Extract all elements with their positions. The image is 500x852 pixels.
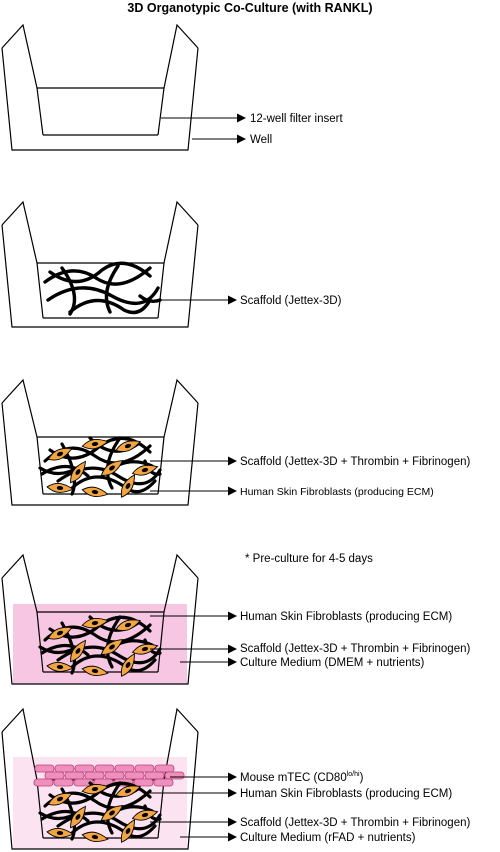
well-outline	[1, 577, 199, 685]
label-scaffold: Scaffold (Jettex-3D)	[240, 295, 342, 307]
label-scaffold: Scaffold (Jettex-3D + Thrombin + Fibrino…	[240, 643, 470, 655]
panel-4: Human Skin Fibroblasts (producing ECM) S…	[1, 553, 470, 685]
label-fibroblasts: Human Skin Fibroblasts (producing ECM)	[240, 611, 452, 623]
mtec-layer	[33, 764, 185, 787]
well-outline	[1, 47, 199, 151]
well-outline	[1, 402, 199, 506]
label-mtec-close: )	[360, 772, 364, 784]
label-filter-insert: 12-well filter insert	[250, 113, 343, 125]
label-medium: Culture Medium (rFAD + nutrients)	[240, 832, 416, 844]
scaffold-with-fibroblasts	[40, 437, 160, 499]
panel-1: 12-well filter insert Well	[1, 23, 343, 151]
panel-3: Scaffold (Jettex-3D + Thrombin + Fibrino…	[1, 378, 470, 506]
label-scaffold: Scaffold (Jettex-3D + Thrombin + Fibrino…	[240, 456, 470, 468]
well-outline	[1, 224, 199, 328]
label-fibroblasts: Human Skin Fibroblasts (producing ECM)	[240, 486, 434, 498]
label-mtec: Mouse mTEC (CD80lo/hi)	[240, 771, 364, 784]
well-outline	[1, 731, 199, 850]
pre-culture-note: * Pre-culture for 4-5 days	[245, 553, 373, 565]
scaffold-fibers	[43, 261, 162, 316]
label-well: Well	[250, 134, 272, 146]
label-mtec-main: Mouse mTEC (CD80	[240, 772, 347, 784]
label-scaffold: Scaffold (Jettex-3D + Thrombin + Fibrino…	[240, 817, 470, 829]
diagram-title: 3D Organotypic Co-Culture (with RANKL)	[127, 1, 372, 15]
filter-insert	[1, 553, 199, 613]
label-medium: Culture Medium (DMEM + nutrients)	[240, 657, 425, 669]
filter-insert	[1, 378, 199, 438]
label-fibroblasts: Human Skin Fibroblasts (producing ECM)	[240, 788, 452, 800]
label-mtec-superscript: lo/hi	[347, 771, 360, 778]
filter-insert	[1, 200, 199, 264]
panel-2: Scaffold (Jettex-3D)	[1, 200, 342, 328]
filter-insert	[1, 23, 199, 89]
panel-5: Mouse mTEC (CD80lo/hi) Human Skin Fibrob…	[1, 707, 470, 850]
